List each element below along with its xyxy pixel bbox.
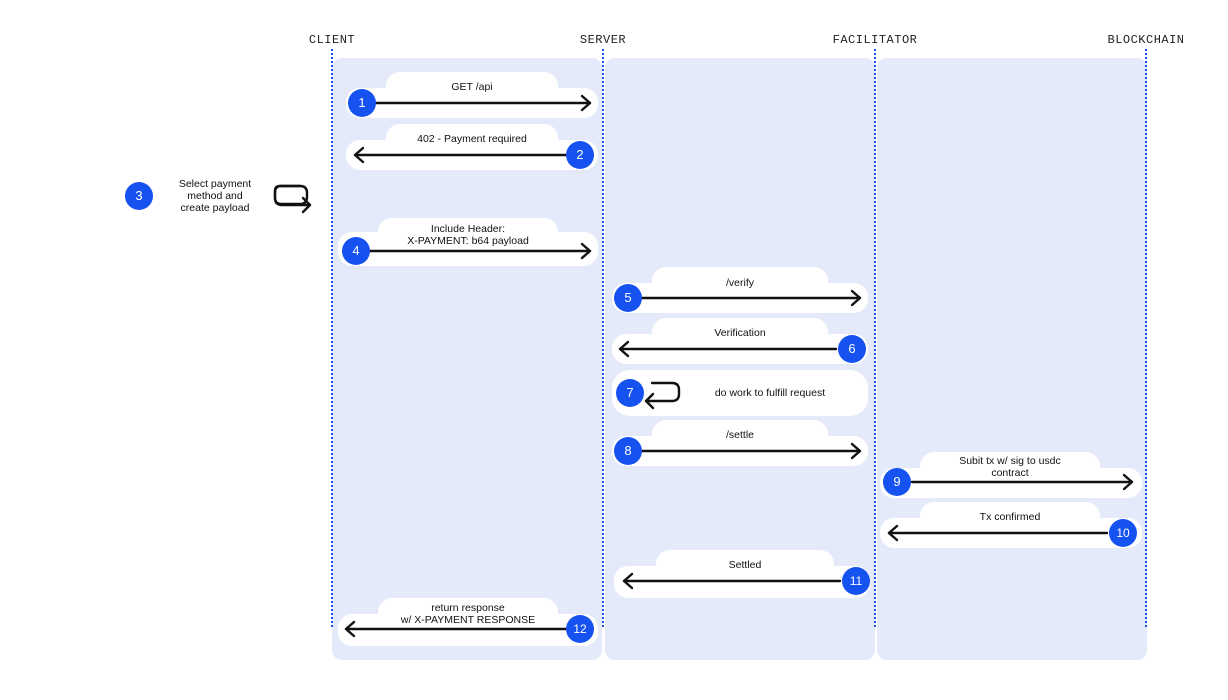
- actor-client-label: CLIENT: [308, 33, 356, 47]
- step-12-label-line: return response: [431, 602, 505, 614]
- arrowhead-icon: [618, 340, 630, 358]
- arrowhead-icon: [353, 146, 365, 164]
- arrowhead-icon: [850, 442, 862, 460]
- step-11-label: Settled: [728, 559, 762, 571]
- arrowhead-icon: [344, 620, 356, 638]
- step-4-label: Include Header: X-PAYMENT: b64 payload: [378, 223, 558, 247]
- message-bubble: [386, 72, 558, 102]
- step-6-label: Verification: [714, 327, 766, 339]
- step-4-label-line: X-PAYMENT: b64 payload: [407, 235, 529, 247]
- message-bubble: [920, 502, 1100, 532]
- step-9-label-line: contract: [991, 467, 1029, 479]
- step-1-badge: 1: [348, 89, 376, 117]
- step-12-badge: 12: [566, 615, 594, 643]
- lifeline-facilitator: [874, 49, 876, 627]
- actor-blockchain-label: BLOCKCHAIN: [1107, 33, 1185, 47]
- step-10-label: Tx confirmed: [979, 511, 1041, 523]
- step-3-label: Select payment method and create payload: [160, 178, 270, 214]
- message-bubble: [122, 171, 322, 221]
- message-bubble: [656, 550, 834, 580]
- arrowhead-icon: [622, 572, 634, 590]
- actor-server-label: SERVER: [579, 33, 627, 47]
- loop-arrow-icon: [273, 184, 312, 207]
- lifeline-client: [331, 49, 333, 627]
- actor-facilitator-label: FACILITATOR: [832, 33, 918, 47]
- arrowhead-icon: [1122, 473, 1134, 491]
- arrowhead-icon: [301, 196, 312, 214]
- message-bubble: [386, 124, 558, 154]
- loop-arrow-icon: [273, 184, 309, 206]
- lane-facilitator: [877, 58, 1147, 660]
- step-4-badge: 4: [342, 237, 370, 265]
- step-7-badge: 7: [616, 379, 644, 407]
- step-9-label: Subit tx w/ sig to usdc contract: [920, 455, 1100, 479]
- message-bubble: [652, 318, 828, 348]
- step-9-label-line: Subit tx w/ sig to usdc: [959, 455, 1061, 467]
- arrowhead-icon: [580, 242, 592, 260]
- step-12-label-line: w/ X-PAYMENT RESPONSE: [400, 614, 536, 626]
- step-3-label-line: create payload: [180, 202, 250, 214]
- step-2-badge: 2: [566, 141, 594, 169]
- step-5-badge: 5: [614, 284, 642, 312]
- step-3-label-line: method and: [187, 190, 243, 202]
- step-8-badge: 8: [614, 437, 642, 465]
- message-bubble: [612, 370, 868, 416]
- step-10-badge: 10: [1109, 519, 1137, 547]
- step-2-label: 402 - Payment required: [417, 133, 527, 145]
- step-12-label: return response w/ X-PAYMENT RESPONSE: [378, 602, 558, 626]
- step-11-badge: 11: [842, 567, 870, 595]
- message-bubble: [378, 218, 558, 248]
- arrowhead-icon: [580, 94, 592, 112]
- lifeline-blockchain: [1145, 49, 1147, 627]
- step-8-label: /settle: [725, 429, 754, 441]
- step-5-label: /verify: [725, 277, 754, 289]
- message-bubble: [652, 267, 828, 297]
- message-bubble: [652, 420, 828, 450]
- step-3-label-line: Select payment: [178, 178, 252, 190]
- step-3-badge: 3: [125, 182, 153, 210]
- loop-arrow-icon: [644, 381, 681, 403]
- arrowhead-icon: [850, 289, 862, 307]
- arrowhead-icon: [644, 392, 655, 410]
- step-4-label-line: Include Header:: [430, 223, 506, 235]
- step-1-label: GET /api: [451, 81, 493, 93]
- step-9-badge: 9: [883, 468, 911, 496]
- message-bubble: [920, 452, 1100, 482]
- message-bubble: [378, 598, 558, 628]
- arrowhead-icon: [887, 524, 899, 542]
- step-7-label: do work to fulfill request: [714, 387, 826, 399]
- lifeline-server: [602, 49, 604, 627]
- step-6-badge: 6: [838, 335, 866, 363]
